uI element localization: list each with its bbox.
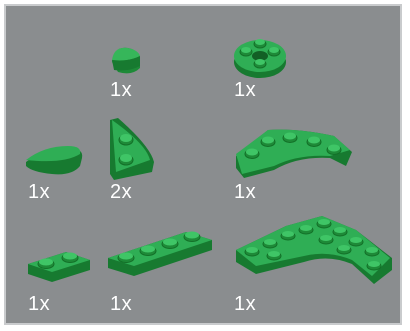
wedge-plate-icon [106, 116, 158, 182]
plate-1x4-icon [106, 228, 214, 280]
part-quantity: 2x [110, 182, 132, 202]
part-round-plate[interactable] [232, 28, 233, 29]
part-quantity: 1x [234, 80, 256, 100]
part-half-round-plate[interactable] [24, 140, 25, 141]
part-plate-1x2[interactable] [26, 246, 27, 247]
part-large-curved-plate[interactable] [234, 212, 235, 213]
part-quantity: 1x [110, 80, 132, 100]
round-plate-icon [232, 28, 288, 82]
part-quantity: 1x [234, 294, 256, 314]
part-curved-plate[interactable] [234, 126, 235, 127]
part-quantity: 1x [234, 182, 256, 202]
curved-plate-icon [234, 126, 356, 182]
part-quantity: 1x [28, 294, 50, 314]
quarter-round-tile-icon [106, 42, 152, 82]
parts-inventory-panel: 1x 1x 1x [4, 4, 402, 325]
half-round-plate-icon [24, 140, 88, 180]
part-quantity: 1x [28, 182, 50, 202]
part-quarter-round-tile[interactable] [106, 42, 107, 43]
part-plate-1x4[interactable] [106, 228, 107, 229]
part-quantity: 1x [110, 294, 132, 314]
large-curved-plate-icon [234, 212, 394, 292]
plate-1x2-icon [26, 246, 92, 286]
part-wedge-plate[interactable] [106, 116, 107, 117]
